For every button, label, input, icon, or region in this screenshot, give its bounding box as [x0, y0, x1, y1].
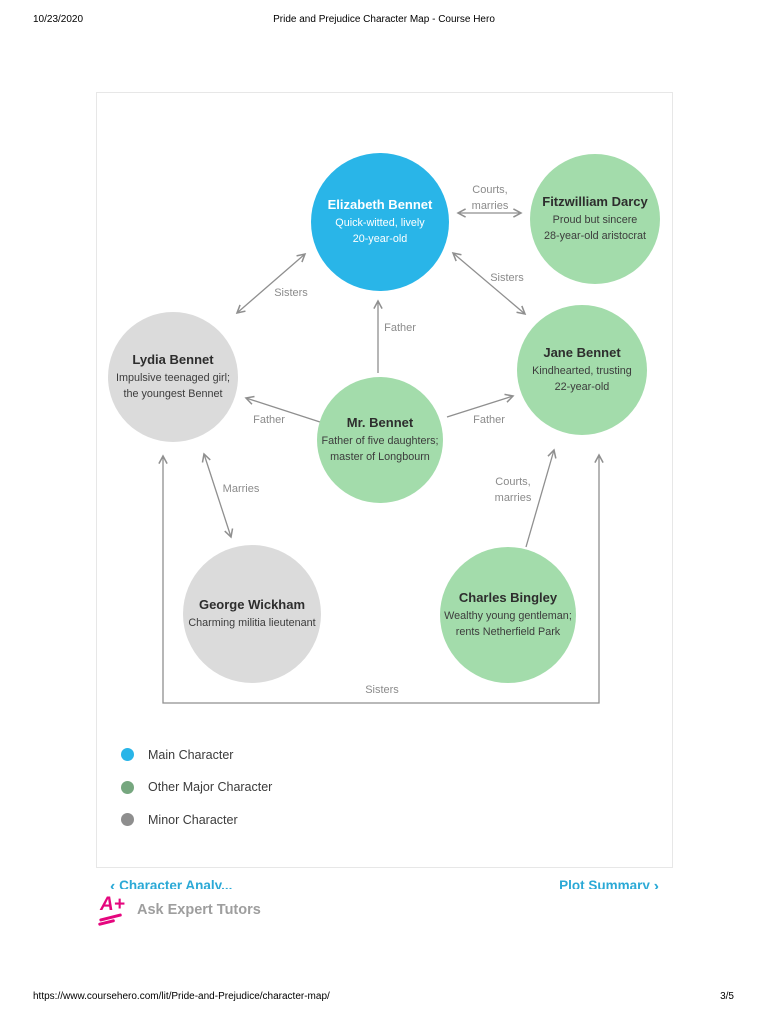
character-name: Elizabeth Bennet — [327, 196, 433, 212]
edge-label-courts-marries-bingley-jane: Courts, marries — [494, 476, 532, 504]
character-node-mr-bennet: Mr. Bennet Father of five daughters; mas… — [317, 377, 443, 503]
character-node-charles-bingley: Charles Bingley Wealthy young gentleman;… — [440, 547, 576, 683]
character-node-elizabeth-bennet: Elizabeth Bennet Quick-witted, lively 20… — [311, 153, 449, 291]
print-header-date: 10/23/2020 — [33, 14, 84, 25]
edge-label-father-lydia: Father — [253, 414, 285, 426]
prev-page-label: Character Analy... — [119, 878, 233, 889]
legend: Main Character Other Major Character Min… — [121, 748, 272, 846]
print-header-title: Pride and Prejudice Character Map - Cour… — [273, 14, 495, 25]
edge-label-marries-lydia-wickham: Marries — [222, 483, 260, 495]
aplus-logo-text: A+ — [100, 894, 125, 915]
character-name: George Wickham — [198, 596, 306, 612]
chevron-right-icon: › — [653, 878, 659, 889]
character-name: Lydia Bennet — [132, 351, 214, 367]
character-description: Wealthy young gentleman; rents Netherfie… — [444, 609, 572, 638]
legend-item-minor-character: Minor Character — [121, 812, 272, 827]
ask-expert-tutors-label: Ask Expert Tutors — [137, 902, 261, 918]
legend-label: Minor Character — [148, 812, 238, 827]
edge-label-father-jane: Father — [473, 414, 505, 426]
ask-expert-tutors-row[interactable]: A+ Ask Expert Tutors — [97, 894, 261, 926]
character-node-jane-bennet: Jane Bennet Kindhearted, trusting 22-yea… — [517, 305, 647, 435]
character-description: Father of five daughters; master of Long… — [321, 434, 439, 463]
character-node-lydia-bennet: Lydia Bennet Impulsive teenaged girl; th… — [108, 312, 238, 442]
prev-page-link[interactable]: ‹ Character Analy... — [110, 876, 232, 889]
character-node-fitzwilliam-darcy: Fitzwilliam Darcy Proud but sincere 28-y… — [530, 154, 660, 284]
character-description: Quick-witted, lively 20-year-old — [335, 216, 425, 245]
legend-label: Main Character — [148, 747, 234, 762]
legend-label: Other Major Character — [148, 780, 273, 794]
minor-character-dot-icon — [121, 813, 134, 826]
main-character-dot-icon — [121, 748, 134, 761]
legend-item-main-character: Main Character — [121, 747, 272, 762]
edge-label-father-elizabeth: Father — [384, 322, 416, 334]
other-major-character-dot-icon — [121, 780, 134, 794]
print-footer-url: https://www.coursehero.com/lit/Pride-and… — [33, 991, 330, 1002]
edge-label-courts-marries-elizabeth-darcy: Courts, marries — [471, 184, 509, 212]
chevron-left-icon: ‹ — [110, 878, 116, 889]
character-description: Charming militia lieutenant — [188, 616, 316, 629]
legend-item-other-major-character: Other Major Character — [121, 780, 273, 794]
edge-label-sisters-lydia-jane: Sisters — [365, 684, 399, 696]
character-name: Jane Bennet — [543, 344, 621, 360]
edge-label-sisters-lydia-elizabeth: Sisters — [274, 287, 308, 299]
print-footer-page-number: 3/5 — [720, 991, 734, 1002]
character-description: Impulsive teenaged girl; the youngest Be… — [115, 371, 231, 400]
next-page-link[interactable]: Plot Summary › — [559, 876, 659, 889]
character-name: Mr. Bennet — [346, 414, 414, 430]
character-name: Fitzwilliam Darcy — [542, 193, 648, 209]
character-name: Charles Bingley — [458, 589, 558, 605]
edge-label-sisters-elizabeth-jane: Sisters — [490, 272, 524, 284]
pager-nav-row: ‹ Character Analy... Plot Summary › — [96, 876, 673, 889]
character-description: Kindhearted, trusting 22-year-old — [532, 364, 632, 393]
character-node-george-wickham: George Wickham Charming militia lieutena… — [183, 545, 321, 683]
aplus-logo-icon: A+ — [97, 894, 130, 926]
character-description: Proud but sincere 28-year-old aristocrat — [543, 213, 646, 242]
next-page-label: Plot Summary — [559, 878, 650, 889]
